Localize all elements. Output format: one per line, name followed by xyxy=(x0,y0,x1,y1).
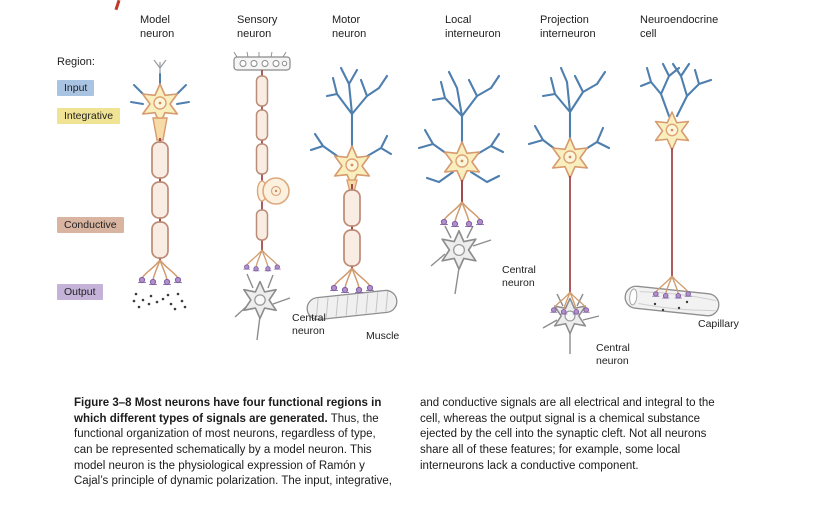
label-central-neuron-projection: Central neuron xyxy=(596,342,630,368)
myelin-segment xyxy=(151,141,169,179)
soma xyxy=(443,141,481,183)
output-terminals xyxy=(330,268,374,293)
neuroendocrine-cell-drawing xyxy=(624,62,720,317)
dendrites xyxy=(639,62,713,118)
transmitter-dots xyxy=(132,292,187,311)
myelin-segment xyxy=(255,109,269,141)
capillary-shape xyxy=(624,285,720,317)
axon-hillock xyxy=(152,117,168,141)
myelin-segment xyxy=(343,189,361,227)
dendrites xyxy=(417,70,505,184)
legend-chip-conductive: Conductive xyxy=(57,217,124,233)
caption-left-column: Figure 3–8 Most neurons have four functi… xyxy=(74,396,392,490)
myelin-segment xyxy=(255,143,269,175)
myelin-segment xyxy=(151,221,169,259)
output-terminals xyxy=(138,260,182,285)
caption-figure-heading: Figure 3–8 Most neurons have four functi… xyxy=(74,397,382,425)
soma xyxy=(551,137,589,179)
muscle-shape xyxy=(306,289,398,321)
legend-chip-integrative: Integrative xyxy=(57,108,121,124)
secretion-dots xyxy=(653,300,689,312)
central-neuron xyxy=(234,273,291,341)
label-capillary: Capillary xyxy=(698,318,739,330)
central-neuron xyxy=(430,225,492,295)
legend-title: Region: xyxy=(57,56,95,68)
local-interneuron-drawing xyxy=(417,70,505,295)
column-title-model-neuron: Model neuron xyxy=(140,14,175,40)
column-title-projection-interneuron: Projection interneuron xyxy=(540,14,596,40)
label-central-neuron-sensory: Central neuron xyxy=(292,312,326,338)
motor-neuron-drawing xyxy=(306,66,398,321)
legend-chip-output: Output xyxy=(57,284,103,300)
dendrites xyxy=(309,66,393,160)
model-neuron-drawing xyxy=(130,59,190,311)
projection-interneuron-drawing xyxy=(527,66,611,354)
column-title-local-interneuron: Local interneuron xyxy=(445,14,501,40)
label-central-neuron-local: Central neuron xyxy=(502,264,536,290)
cell-body xyxy=(256,177,290,205)
label-muscle: Muscle xyxy=(366,330,400,342)
dendrites xyxy=(130,73,190,105)
myelin-segment xyxy=(343,229,361,267)
receptor xyxy=(233,51,291,71)
caption-right-column: and conductive signals are all electrica… xyxy=(420,397,715,472)
caption-left-text: Thus, the functional organization of mos… xyxy=(74,412,392,488)
sensory-neuron-drawing xyxy=(233,51,291,341)
myelin-segment xyxy=(255,209,269,241)
page-crop-mark xyxy=(114,0,121,11)
column-title-neuroendocrine-cell: Neuroendocrine cell xyxy=(640,14,719,40)
column-title-motor-neuron: Motor neuron xyxy=(332,14,367,40)
output-terminals xyxy=(243,250,280,271)
dendrites xyxy=(527,66,611,154)
output-terminals xyxy=(440,202,484,227)
central-neuron xyxy=(542,293,600,354)
myelin-segment xyxy=(151,181,169,219)
legend-chip-input: Input xyxy=(57,80,95,96)
soma xyxy=(654,111,690,151)
column-title-sensory-neuron: Sensory neuron xyxy=(237,14,278,40)
myelin-segment xyxy=(255,75,269,107)
